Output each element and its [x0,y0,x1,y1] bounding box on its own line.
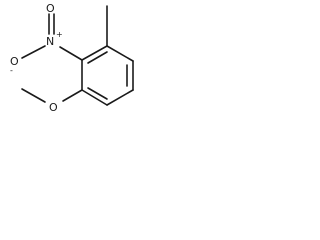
nitro-oxygen-top-label: O [46,2,55,15]
n-o-single-bond [21,45,46,59]
nitro-oxygen-left-label: O [10,55,19,68]
ring-bond-c4-c5 [106,89,134,106]
methoxy-oxygen-label: O [49,101,58,114]
c-n-bond [59,46,83,61]
nitro-group: N + O O - [10,2,83,75]
nitro-nitrogen-label: N [46,35,54,48]
ring-bond-c2-c3 [106,45,134,62]
ring-double-bond-c5-c6 [87,87,108,100]
nitro-nitrogen-charge: + [56,30,63,39]
ring-bond-c1-c2 [81,45,108,61]
methoxy-group: O [21,88,83,114]
benzene-ring [81,45,134,106]
nitro-oxygen-charge: - [10,66,13,75]
chemical-structure: N + O O - O [10,2,134,114]
ring-bond-c5-c6 [81,89,108,106]
ring-double-bond-c1-c2 [87,51,108,64]
o-methyl-bond [21,88,46,103]
c-o-methoxy-bond [62,89,83,102]
